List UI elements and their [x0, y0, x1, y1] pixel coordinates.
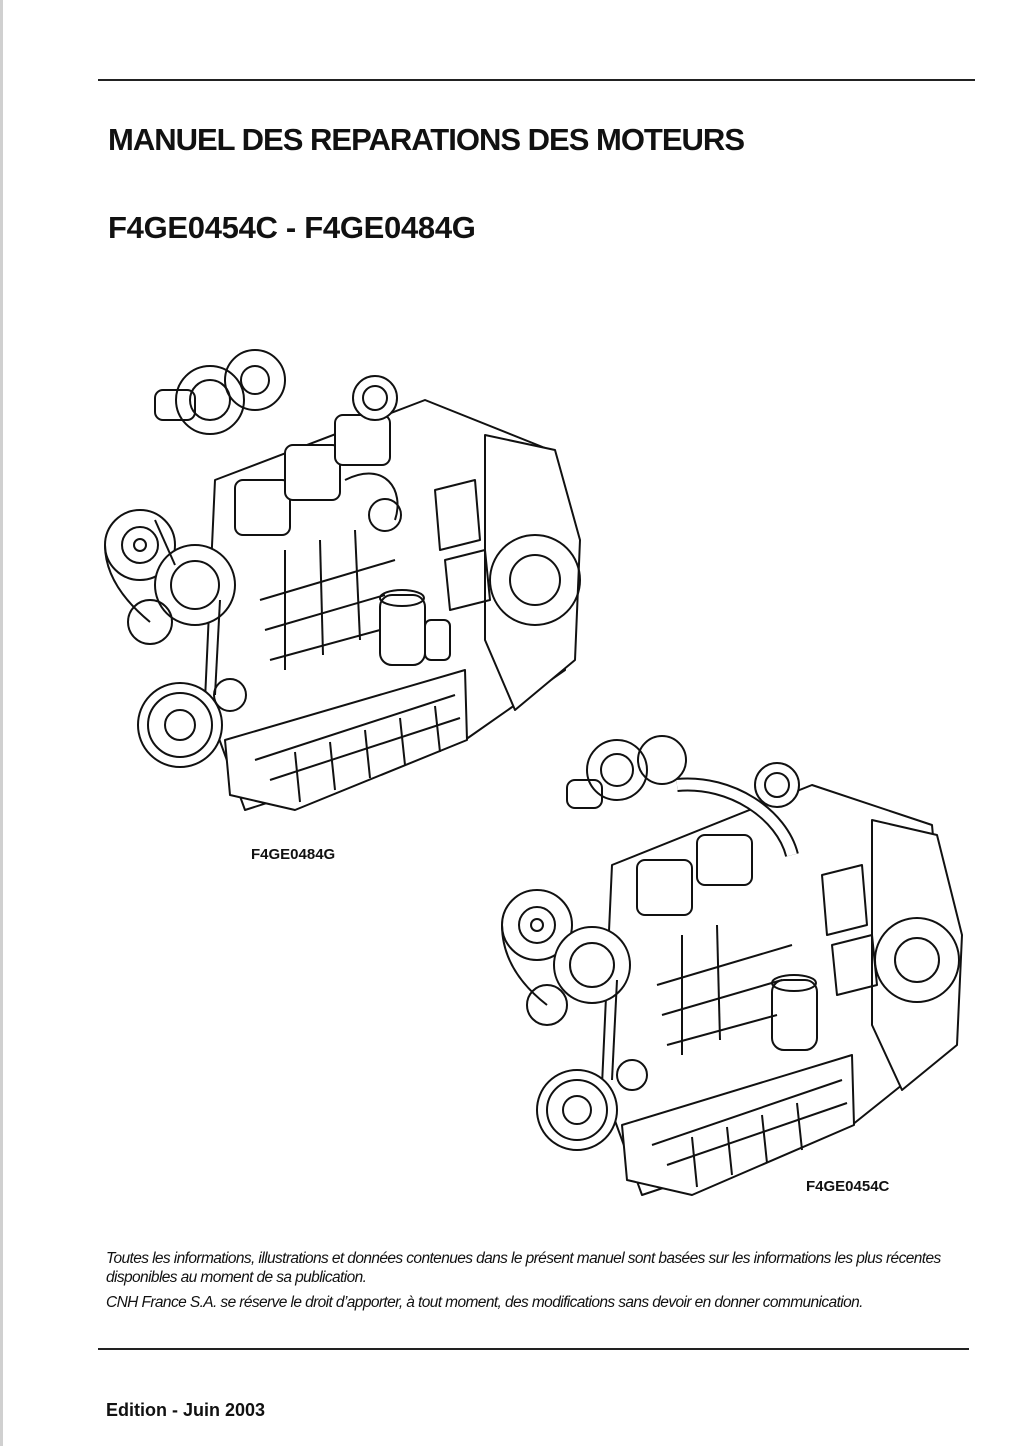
disclaimer-paragraph: CNH France S.A. se réserve le droit d’ap…	[106, 1294, 863, 1311]
edition-date: Edition - Juin 2003	[106, 1400, 266, 1420]
engine-models-subtitle: F4GE0454C - F4GE0484G	[108, 210, 476, 245]
engine-icon	[501, 735, 963, 1196]
figure-caption: F4GE0484G	[251, 846, 336, 863]
figure-caption: F4GE0454C	[806, 1178, 890, 1195]
disclaimer-text: Toutes les informations, illustrations e…	[106, 1249, 976, 1312]
engine-illustration-f4ge0454c	[492, 725, 972, 1217]
engine-illustration-f4ge0484g	[95, 340, 595, 832]
page-title: MANUEL DES REPARATIONS DES MOTEURS	[108, 122, 745, 157]
bottom-rule	[98, 1348, 969, 1350]
top-rule	[98, 79, 975, 81]
page-edge	[0, 0, 3, 1446]
engine-icon	[104, 349, 581, 811]
disclaimer-paragraph: Toutes les informations, illustrations e…	[106, 1250, 941, 1286]
